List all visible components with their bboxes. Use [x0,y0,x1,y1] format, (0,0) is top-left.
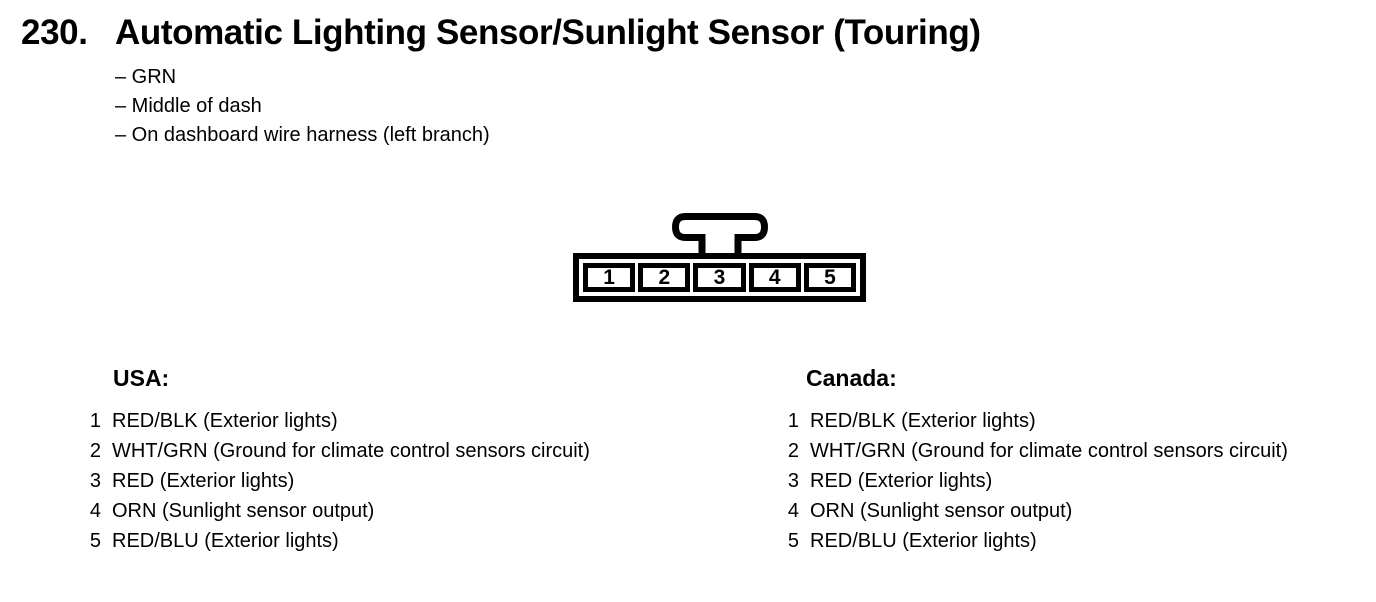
pin-number: 2 [787,440,799,462]
pin-number: 5 [89,530,101,552]
pin-number: 1 [787,410,799,432]
connector-pin-cell: 2 [638,263,691,292]
pin-label: ORN (Sunlight sensor output) [810,500,1073,522]
connector-pin-cell: 3 [693,263,746,292]
pin-number: 4 [89,500,101,522]
item-number: 230. [21,13,88,52]
detail-list: – GRN – Middle of dash – On dashboard wi… [115,63,490,150]
pin-row: 4 ORN (Sunlight sensor output) [88,496,590,526]
usa-heading: USA: [113,365,170,391]
connector-latch-icon [671,213,768,253]
usa-pin-list: 1 RED/BLK (Exterior lights) 2 WHT/GRN (G… [88,406,590,556]
connector-pin-cell: 5 [803,263,857,292]
pin-row: 5 RED/BLU (Exterior lights) [786,526,1288,556]
pin-number: 3 [787,470,799,492]
pin-label: WHT/GRN (Ground for climate control sens… [810,440,1288,462]
pin-label: RED/BLU (Exterior lights) [810,530,1037,552]
pin-number: 4 [787,500,799,522]
pin-number: 3 [89,470,101,492]
detail-item: – On dashboard wire harness (left branch… [115,124,490,146]
pin-row: 1 RED/BLK (Exterior lights) [88,406,590,436]
detail-item: – GRN [115,66,177,88]
pin-label: RED (Exterior lights) [810,470,993,492]
pin-number: 5 [787,530,799,552]
detail-item: – Middle of dash [115,95,262,117]
pin-row: 5 RED/BLU (Exterior lights) [88,526,590,556]
connector-body: 1 2 3 4 5 [573,253,866,302]
canada-pin-list: 1 RED/BLK (Exterior lights) 2 WHT/GRN (G… [786,406,1288,556]
pin-label: ORN (Sunlight sensor output) [112,500,375,522]
connector-figure: 1 2 3 4 5 [573,213,866,302]
pin-label: RED/BLK (Exterior lights) [810,410,1036,432]
pin-number: 2 [89,440,101,462]
connector-pin-cell: 4 [748,263,801,292]
pin-row: 2 WHT/GRN (Ground for climate control se… [88,436,590,466]
pin-number: 1 [89,410,101,432]
pin-row: 1 RED/BLK (Exterior lights) [786,406,1288,436]
canada-heading: Canada: [806,365,897,391]
pin-row: 4 ORN (Sunlight sensor output) [786,496,1288,526]
pin-row: 2 WHT/GRN (Ground for climate control se… [786,436,1288,466]
pin-label: WHT/GRN (Ground for climate control sens… [112,440,590,462]
pin-label: RED/BLU (Exterior lights) [112,530,339,552]
pin-row: 3 RED (Exterior lights) [88,466,590,496]
pin-label: RED (Exterior lights) [112,470,295,492]
pin-row: 3 RED (Exterior lights) [786,466,1288,496]
page-title: Automatic Lighting Sensor/Sunlight Senso… [115,13,981,52]
connector-pin-cell: 1 [583,263,636,292]
pin-label: RED/BLK (Exterior lights) [112,410,338,432]
